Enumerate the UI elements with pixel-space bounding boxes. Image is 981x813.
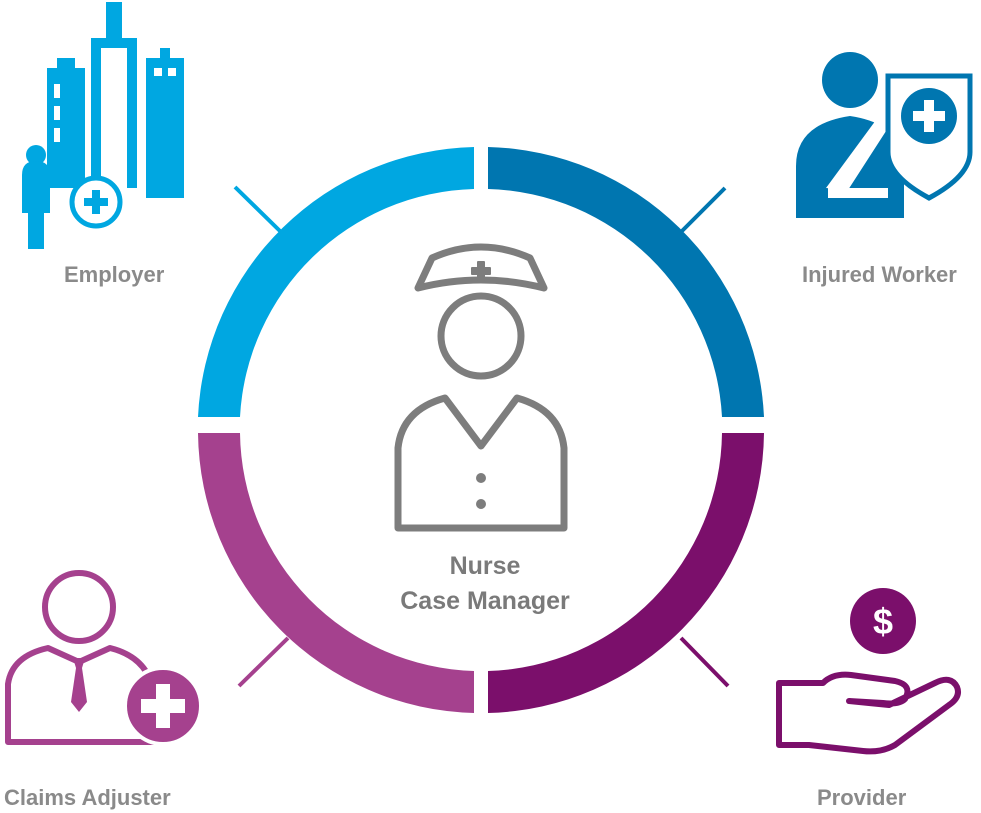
label-employer: Employer bbox=[64, 262, 165, 287]
svg-text:$: $ bbox=[873, 601, 893, 642]
ring-segment-claims-adjuster bbox=[198, 433, 474, 713]
center-title-line1: Nurse bbox=[449, 552, 521, 580]
ring-segment-injured-worker bbox=[488, 147, 764, 417]
label-provider: Provider bbox=[817, 785, 907, 810]
connector-claims-adjuster bbox=[237, 636, 290, 688]
hand-dollar-icon: $ bbox=[776, 588, 961, 755]
nurse-icon bbox=[394, 243, 568, 532]
connector-injured-worker bbox=[677, 186, 727, 236]
adjuster-plus-icon bbox=[5, 570, 203, 746]
connector-provider bbox=[679, 636, 730, 688]
ring-segment-provider bbox=[488, 433, 764, 713]
label-claims-adjuster: Claims Adjuster bbox=[4, 785, 171, 810]
connector-employer bbox=[233, 185, 284, 235]
ring-segment-employer bbox=[198, 147, 474, 417]
injured-worker-shield-icon bbox=[796, 52, 973, 218]
buildings-person-icon bbox=[22, 2, 184, 249]
label-injured-worker: Injured Worker bbox=[802, 262, 957, 287]
center-title-line2: Case Manager bbox=[400, 587, 570, 615]
